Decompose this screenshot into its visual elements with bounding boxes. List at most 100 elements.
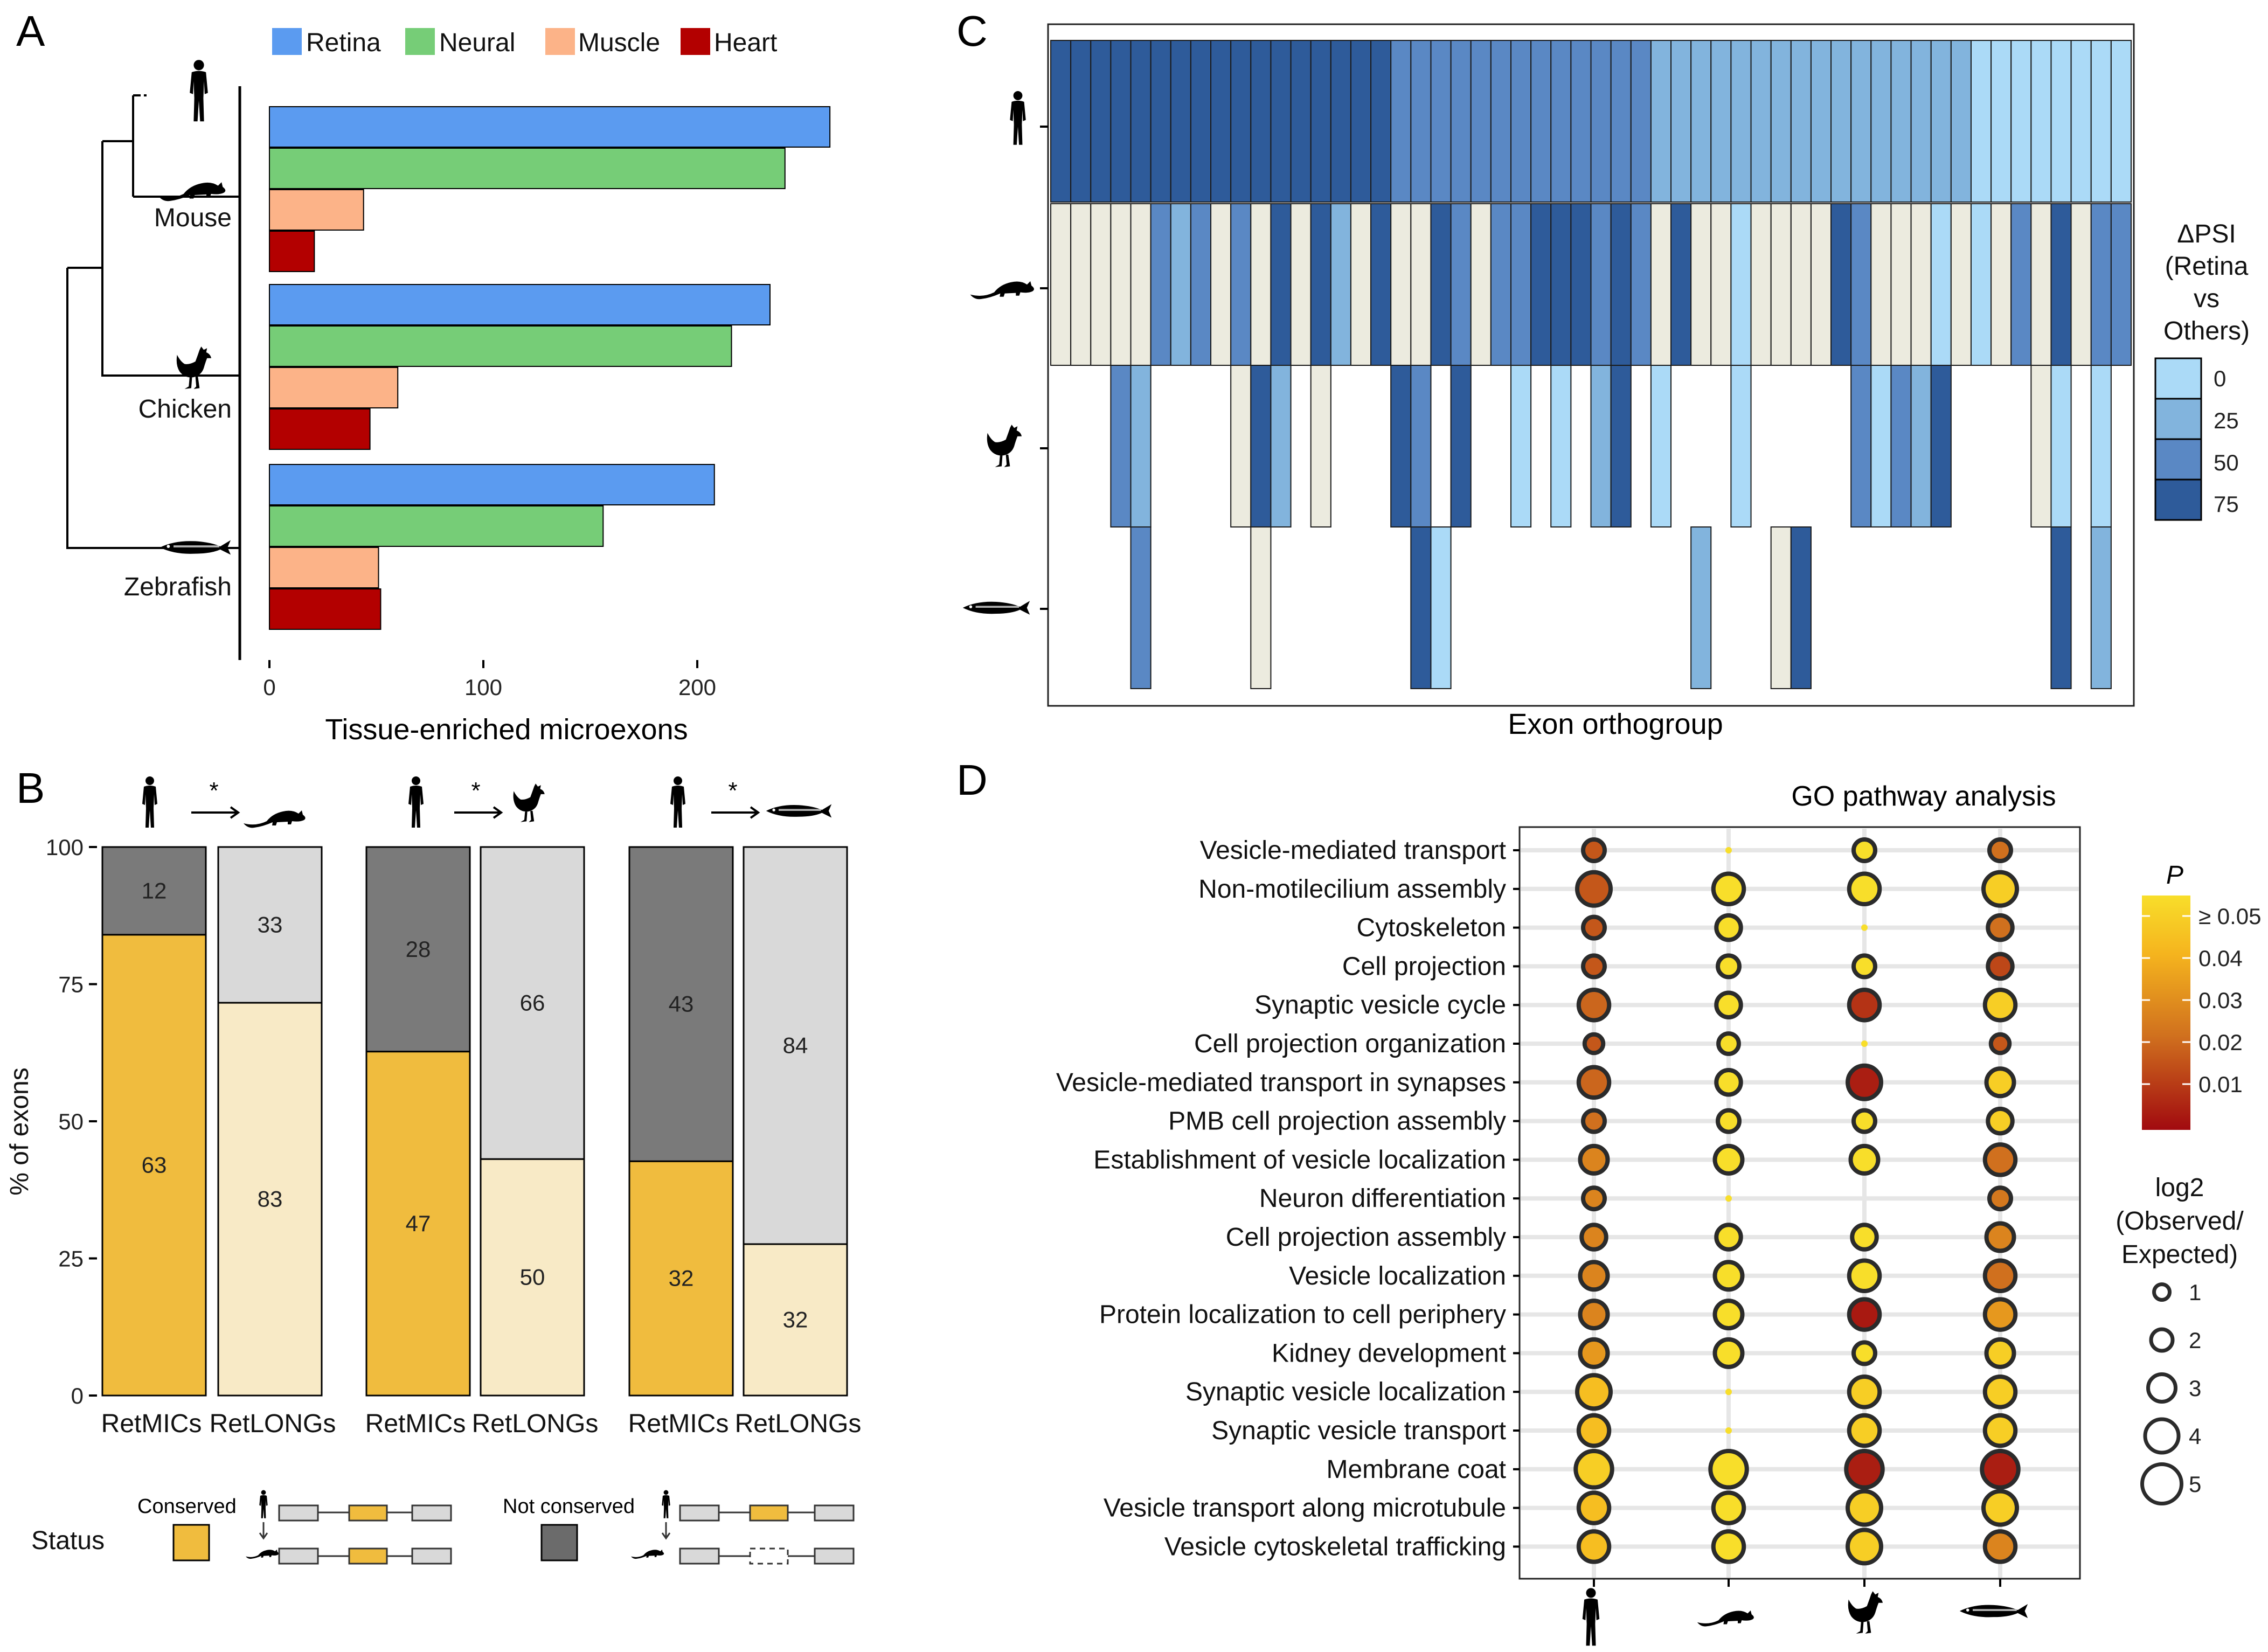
heat-cell-chicken — [1870, 365, 1892, 527]
size-legend-title-3: Expected) — [2121, 1240, 2238, 1269]
dot — [1984, 1221, 2016, 1253]
size-legend-circle — [2143, 1417, 2181, 1455]
mouse-icon — [244, 810, 306, 828]
dot — [1846, 1489, 1883, 1527]
bar-muscle-mouse — [269, 189, 364, 231]
heat-cell-zebrafish — [1690, 526, 1712, 689]
x-tick-label: 0 — [263, 675, 275, 700]
heat-cell-human — [1330, 40, 1351, 203]
heat-cell-human — [1450, 40, 1472, 203]
heat-cell-mouse — [1450, 203, 1472, 366]
dot — [1714, 1223, 1743, 1252]
dot — [1851, 1108, 1877, 1134]
heat-cell-human — [2110, 40, 2132, 203]
size-legend-label: 1 — [2189, 1280, 2201, 1305]
y-tick-label: 25 — [58, 1246, 84, 1272]
label-not-conserved: 33 — [258, 912, 283, 938]
dot-small — [1725, 1195, 1732, 1202]
size-legend-label: 5 — [2189, 1471, 2201, 1497]
dot — [1576, 1065, 1612, 1100]
heat-cell-mouse — [1510, 203, 1532, 366]
heat-cell-chicken — [1110, 365, 1132, 527]
dot — [1982, 1142, 2018, 1177]
heat-cell-human — [1230, 40, 1252, 203]
heat-cell-human — [1370, 40, 1392, 203]
heat-cell-mouse — [1250, 203, 1272, 366]
pathway-label: PMB cell projection assembly — [1168, 1107, 1506, 1136]
heat-cell-mouse — [2110, 203, 2132, 366]
human-icon — [408, 776, 424, 828]
dot — [1850, 1223, 1879, 1252]
heat-cell-human — [1830, 40, 1852, 203]
dot — [1573, 1449, 1614, 1490]
dot — [1980, 1449, 2021, 1490]
heat-cell-mouse — [1770, 203, 1792, 366]
heat-cell-chicken — [1590, 365, 1612, 527]
size-legend-circle — [2140, 1462, 2183, 1505]
panel-b-bars: 1263RetMICs3383RetLONGs2847RetMICs6650Re… — [101, 846, 861, 1438]
dot — [1711, 1490, 1746, 1525]
heat-cell-chicken — [1550, 365, 1572, 527]
human-icon — [259, 1490, 268, 1518]
colorbar-tick-label: 0.02 — [2198, 1030, 2243, 1055]
heat-cell-chicken — [2030, 365, 2052, 527]
dot — [1712, 1260, 1745, 1292]
heat-cell-mouse — [1590, 203, 1612, 366]
heat-cell-mouse — [1050, 203, 1072, 366]
dot — [1986, 913, 2015, 942]
label-conserved: 83 — [258, 1186, 283, 1212]
heat-cell-chicken — [1390, 365, 1412, 527]
y-tick-label: 75 — [58, 972, 84, 997]
dot — [1984, 1337, 2016, 1369]
arrow — [259, 1522, 268, 1540]
conserved-exon-diagram — [246, 1490, 452, 1565]
heat-cell-mouse — [1230, 203, 1252, 366]
heat-cell-human — [1490, 40, 1511, 203]
heat-cell-mouse — [1530, 203, 1552, 366]
heat-cell-human — [1130, 40, 1152, 203]
dot — [1981, 1489, 2019, 1527]
heat-cell-mouse — [1290, 203, 1312, 366]
label-not-conserved: 66 — [520, 990, 545, 1016]
dot — [1708, 1449, 1749, 1490]
segment-conserved — [365, 1051, 471, 1397]
heat-cell-chicken — [1130, 365, 1152, 527]
panel-b-y-axis-title: % of exons — [5, 1067, 34, 1195]
heat-cell-mouse — [2070, 203, 2092, 366]
human-icon — [1582, 1588, 1600, 1646]
dot — [1576, 1413, 1612, 1448]
heat-cell-mouse — [1670, 203, 1692, 366]
legend-not-conserved-label: Not conserved — [503, 1495, 635, 1518]
heat-cell-human — [1270, 40, 1292, 203]
heat-cell-human — [1610, 40, 1632, 203]
dot — [1847, 1297, 1882, 1332]
heat-cell-mouse — [1970, 203, 1992, 366]
heat-cell-mouse — [1430, 203, 1452, 366]
heat-cell-human — [1710, 40, 1732, 203]
panel-b-legend: Status Conserved Not conserved — [31, 1490, 855, 1565]
heat-cell-zebrafish — [1770, 526, 1792, 689]
pathway-label: Establishment of vesicle localization — [1093, 1146, 1506, 1174]
human-icon — [670, 776, 685, 828]
heat-cell-mouse — [2010, 203, 2032, 366]
heat-cell-human — [1410, 40, 1432, 203]
arrow — [661, 1522, 671, 1540]
heat-cell-mouse — [1690, 203, 1712, 366]
heat-cell-human — [1930, 40, 1952, 203]
heat-cell-human — [1190, 40, 1212, 203]
heatmap-legend-label-50: 50 — [2214, 450, 2239, 475]
heat-cell-zebrafish — [1790, 526, 1812, 689]
heat-cell-human — [2090, 40, 2112, 203]
chicken-icon — [176, 346, 211, 389]
heat-cell-mouse — [1150, 203, 1171, 366]
heatmap-legend-label-0: 0 — [2214, 366, 2226, 391]
mouse-icon — [246, 1549, 279, 1559]
p-colorbar-ticks: ≥ 0.050.040.030.020.01 — [2142, 904, 2261, 1097]
heat-cell-human — [1690, 40, 1712, 203]
heat-cell-zebrafish — [1410, 526, 1432, 689]
segment-conserved — [628, 1160, 734, 1397]
heat-cell-mouse — [1850, 203, 1872, 366]
heat-cell-human — [1550, 40, 1572, 203]
heat-cell-human — [1990, 40, 2012, 203]
